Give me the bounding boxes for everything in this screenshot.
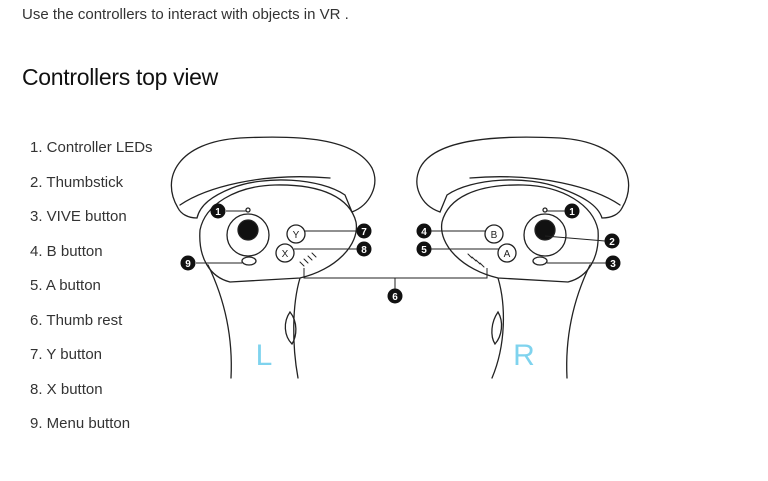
right-letter: R xyxy=(513,339,535,372)
list-item: 1. Controller LEDs xyxy=(30,139,153,156)
callout-badge-1-right: 1 xyxy=(564,203,580,219)
callout-badge-7: 7 xyxy=(356,223,372,239)
callout-badge-5: 5 xyxy=(416,241,432,257)
callout-badge-2: 2 xyxy=(604,233,620,249)
parts-list: 1. Controller LEDs 2. Thumbstick 3. VIVE… xyxy=(30,138,153,449)
callout-lines xyxy=(196,210,606,289)
b-button-glyph: B xyxy=(491,230,498,241)
callout-badge-9: 9 xyxy=(180,255,196,271)
svg-text:6: 6 xyxy=(392,292,398,303)
x-button-glyph: X xyxy=(282,249,289,260)
left-letter: L xyxy=(256,339,273,372)
svg-text:9: 9 xyxy=(185,259,191,270)
list-item: 5. A button xyxy=(30,277,101,294)
y-button-glyph: Y xyxy=(293,230,300,241)
list-item: 8. X button xyxy=(30,380,103,398)
callout-badge-3: 3 xyxy=(605,255,621,271)
svg-text:2: 2 xyxy=(609,237,615,248)
section-heading: Controllers top view xyxy=(22,64,218,90)
svg-text:8: 8 xyxy=(361,245,367,256)
svg-text:7: 7 xyxy=(361,227,367,238)
list-item: 9. Menu button xyxy=(30,415,131,432)
svg-text:1: 1 xyxy=(569,207,575,218)
right-controller xyxy=(416,136,630,379)
svg-text:4: 4 xyxy=(421,227,427,238)
list-item: 2. Thumbstick xyxy=(30,173,124,191)
a-button-glyph: A xyxy=(504,249,511,260)
callout-badge-4: 4 xyxy=(416,223,432,239)
callout-badge-1-left: 1 xyxy=(210,203,226,219)
left-controller xyxy=(170,136,376,379)
svg-text:3: 3 xyxy=(610,259,616,270)
list-item: 3. VIVE button xyxy=(30,208,127,225)
controllers-diagram: Y X B A L R xyxy=(170,136,630,379)
list-item: 4. B button xyxy=(30,242,103,260)
callout-badge-8: 8 xyxy=(356,241,372,257)
svg-text:1: 1 xyxy=(215,207,221,218)
intro-text: Use the controllers to interact with obj… xyxy=(22,6,349,23)
list-item: 6. Thumb rest xyxy=(30,311,123,329)
list-item: 7. Y button xyxy=(30,346,103,363)
callout-badge-6: 6 xyxy=(387,288,403,304)
svg-text:5: 5 xyxy=(421,245,427,256)
